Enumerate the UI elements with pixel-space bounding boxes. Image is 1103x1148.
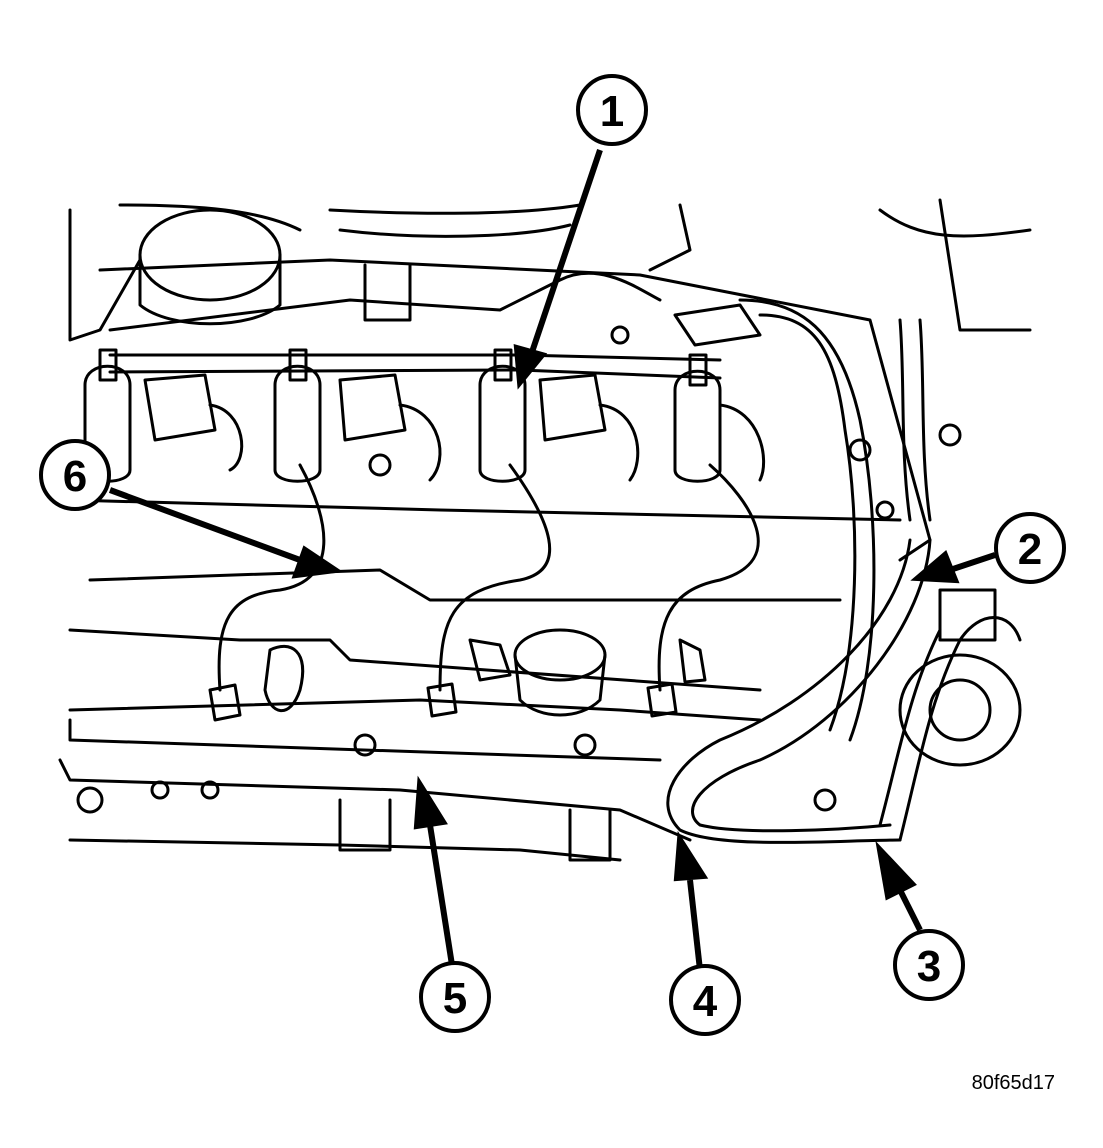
callout-label-6: 6 (63, 452, 87, 501)
fuel-line-b (657, 463, 760, 692)
callout-circles (39, 74, 1066, 1036)
injector-3 (478, 348, 640, 483)
arrowhead-3 (875, 840, 917, 901)
callout-circle-6 (39, 439, 111, 511)
callout-circle-5 (419, 961, 491, 1033)
arrowhead-4 (673, 830, 709, 882)
fuel-line-a (438, 463, 552, 692)
arrowhead-5 (413, 775, 448, 830)
hose-2 (898, 318, 912, 522)
injector-1 (83, 348, 244, 483)
arrowhead-1 (513, 343, 548, 390)
leader-arrows (108, 149, 996, 971)
arrowhead-2 (910, 550, 960, 584)
hose-3 (898, 616, 1022, 842)
injector-2 (273, 348, 442, 483)
callout-label-1: 1 (600, 87, 624, 136)
injector-4 (673, 303, 766, 483)
fuel-line-6 (217, 463, 326, 692)
callout-circle-4 (669, 964, 741, 1036)
callout-labels: 1 2 3 4 5 6 (63, 87, 1042, 1026)
callout-label-4: 4 (693, 977, 718, 1026)
callout-circle-3 (893, 929, 965, 1001)
arrowhead-6 (291, 545, 344, 579)
callout-label-2: 2 (1018, 525, 1042, 574)
callout-circle-2 (994, 512, 1066, 584)
hose-4 (738, 298, 876, 742)
callout-label-3: 3 (917, 942, 941, 991)
callout-label-5: 5 (443, 974, 467, 1023)
engine-linework (58, 198, 1032, 862)
callout-circle-1 (576, 74, 648, 146)
figure-id: 80f65d17 (971, 1072, 1055, 1094)
